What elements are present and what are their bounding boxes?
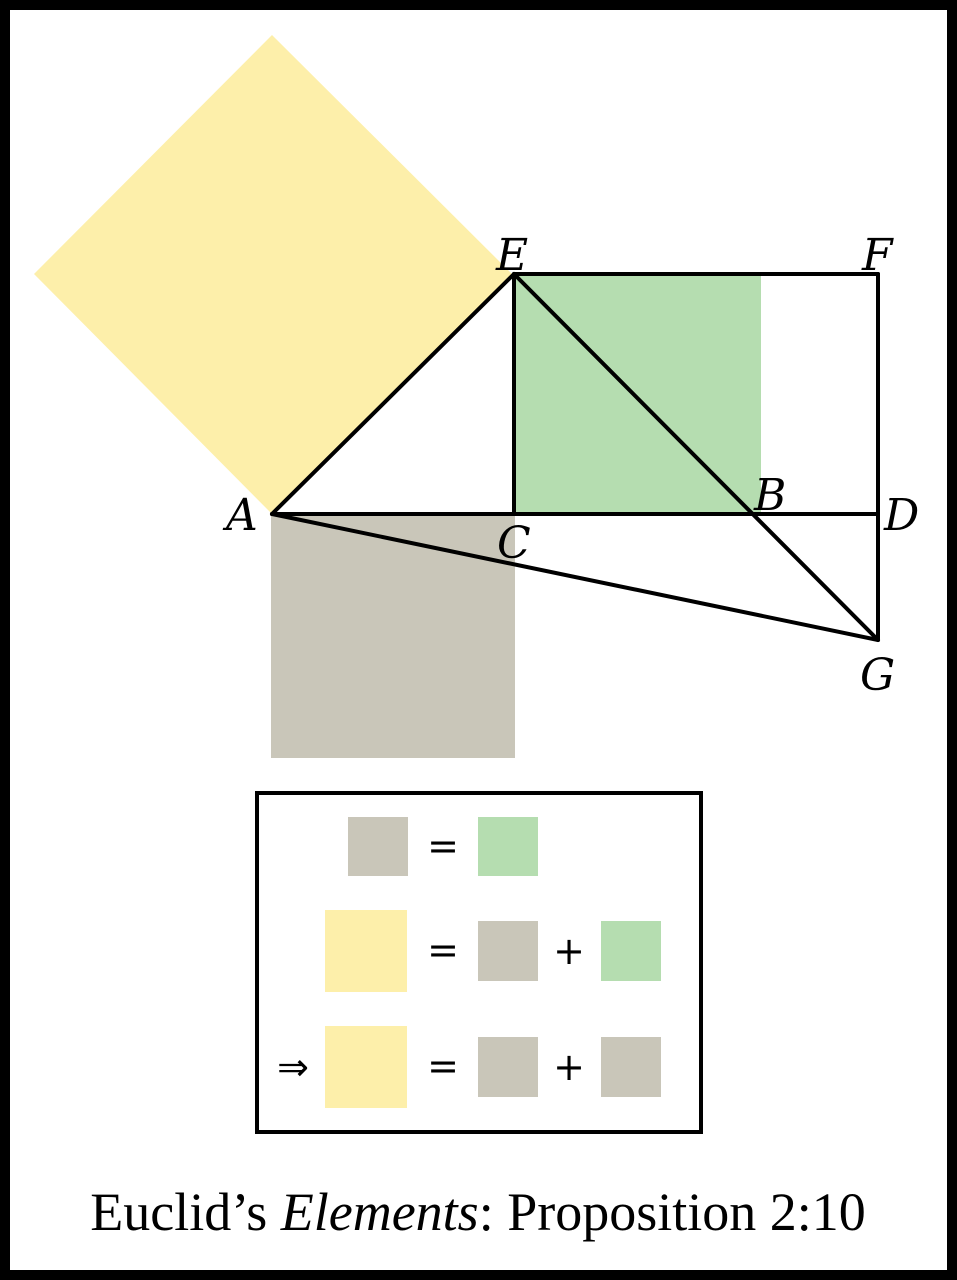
legend-frame [255,791,703,1134]
legend-row2-plus: + [553,929,585,973]
legend-box: = = + ⇒ = + [255,791,703,1134]
yellow-square-on-ae [34,35,512,514]
caption: Euclid’s Elements: Proposition 2:10 [90,1182,865,1242]
label-point-d: D [883,490,919,541]
caption-title: Elements [280,1182,479,1242]
line-ae [270,272,516,516]
line-eg [512,272,880,642]
legend-row3-plus: + [553,1045,585,1089]
legend-row1-equals: = [427,824,459,868]
legend-row3-equals: = [427,1044,459,1088]
legend-row2-yellow-swatch [325,910,407,992]
label-point-b: B [753,470,786,521]
legend-row3-gray-swatch-1 [478,1037,538,1097]
legend-row2-equals: = [427,928,459,972]
legend-row3-gray-swatch-2 [601,1037,661,1097]
legend-row2-gray-swatch [478,921,538,981]
label-point-a: A [222,490,258,541]
label-point-e: E [495,230,528,281]
gray-square-ac [271,514,515,758]
construction-lines [270,272,880,642]
caption-prefix: Euclid’s [90,1182,280,1242]
label-point-g: G [860,650,895,701]
line-ag [270,512,880,642]
legend-row3-yellow-swatch [325,1026,407,1108]
legend-row3-implies: ⇒ [277,1045,309,1089]
legend-row1-gray-swatch [348,817,408,876]
legend-row1-green-swatch [478,817,538,876]
legend-row2-green-swatch [601,921,661,981]
label-point-c: C [497,518,531,569]
label-point-f: F [861,230,894,281]
caption-suffix: : Proposition 2:10 [479,1182,866,1242]
